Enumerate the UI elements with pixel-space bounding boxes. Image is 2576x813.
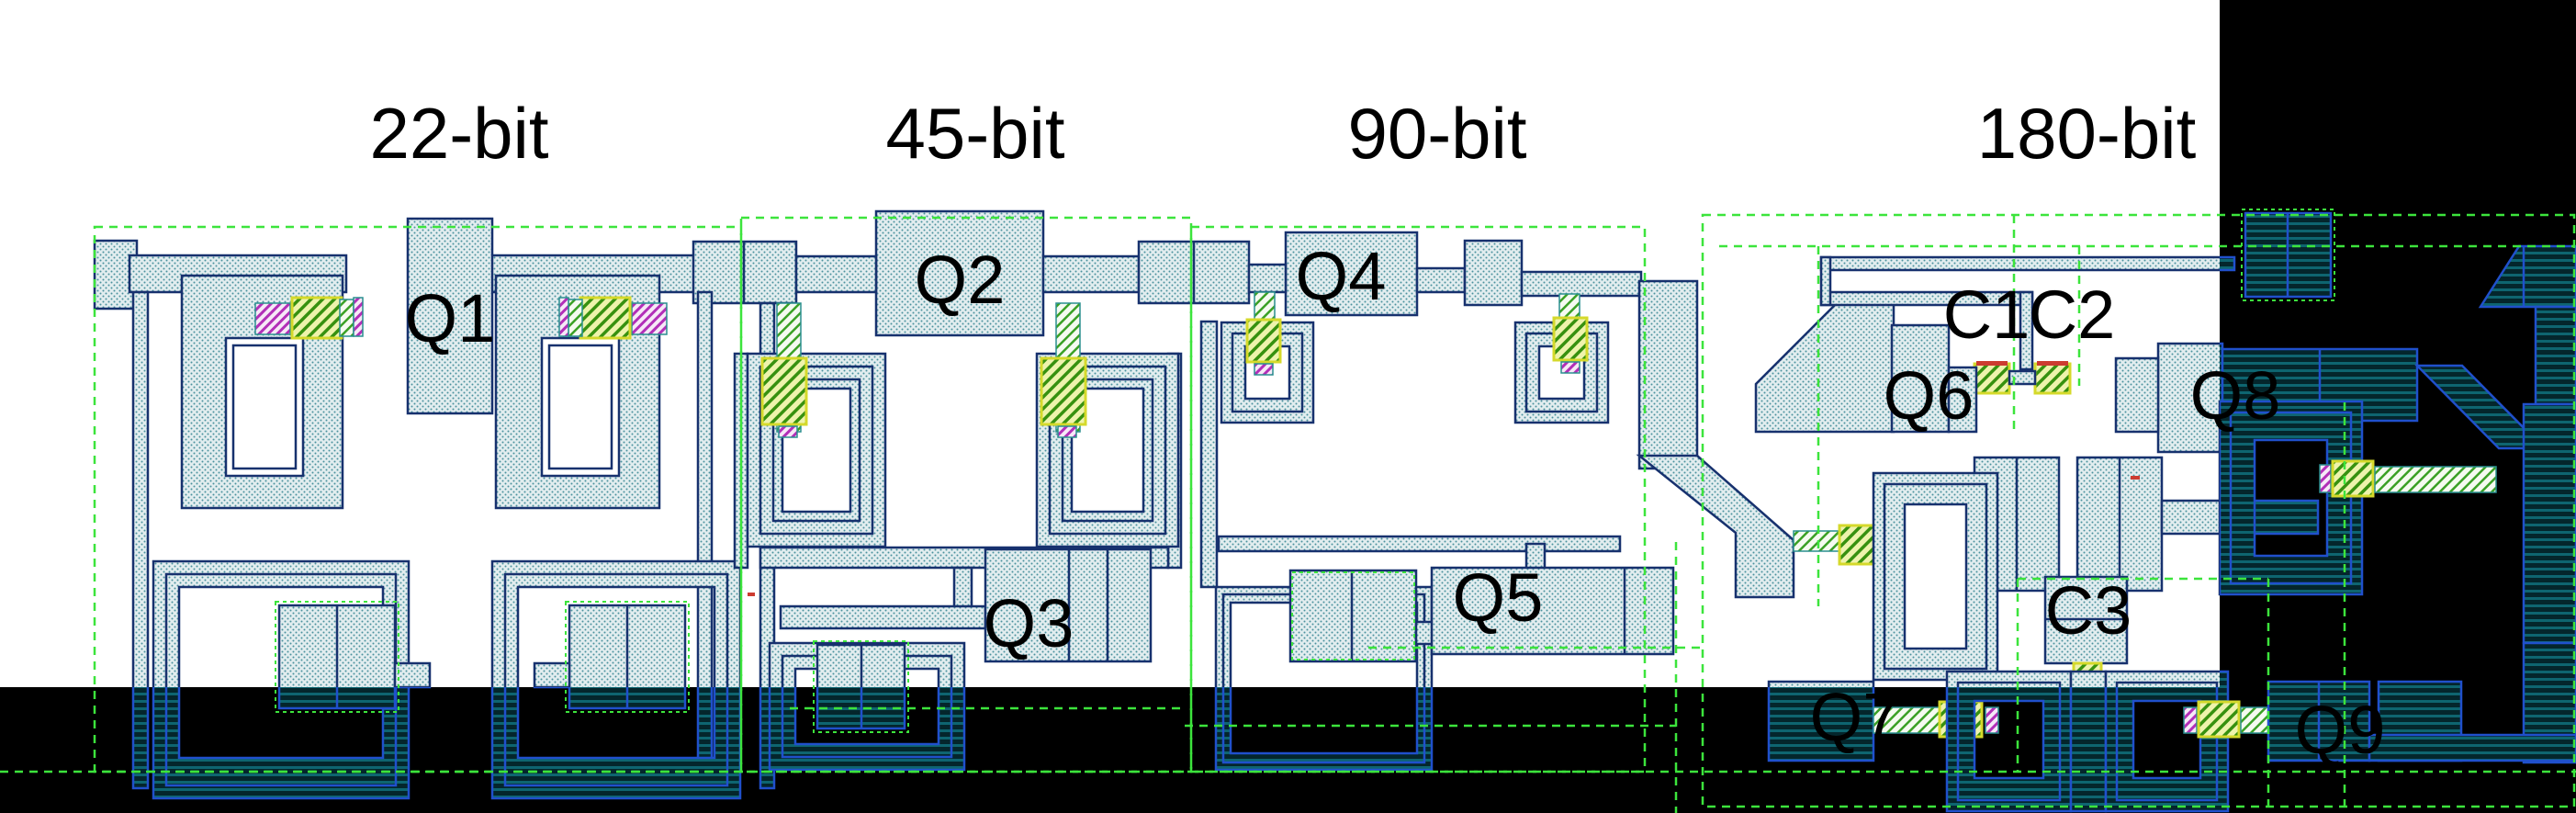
sub-cell-boundary xyxy=(565,601,690,713)
section-180bit: 180-bit xyxy=(1977,93,2197,174)
metal-bar xyxy=(1415,266,1467,294)
metal-column xyxy=(1199,320,1219,589)
sub-cell-boundary xyxy=(275,601,399,713)
metal-block xyxy=(1947,366,1978,434)
section-45bit: 45-bit xyxy=(885,93,1064,174)
label-q2: Q2 xyxy=(915,242,1006,318)
sub-cell-boundary xyxy=(813,640,909,733)
layout-geometry xyxy=(93,209,2220,687)
metal-bar xyxy=(779,604,987,630)
metal-column xyxy=(1637,279,1699,470)
label-q5: Q5 xyxy=(1453,559,1544,636)
q6-plate xyxy=(1890,323,1951,434)
gate-stack xyxy=(558,296,668,340)
bottom-ring xyxy=(152,559,432,687)
sub-cell-boundary xyxy=(2241,209,2335,301)
q5-plate xyxy=(1430,566,1675,656)
metal-bar xyxy=(1520,270,1643,298)
metal-bar xyxy=(2008,369,2037,386)
label-q3: Q3 xyxy=(984,585,1074,661)
gate-stack xyxy=(1552,293,1589,374)
bottom-ring xyxy=(2104,670,2220,687)
metal-stem xyxy=(952,566,973,612)
metal-bar xyxy=(1819,255,2220,272)
cell-45bit-boundary xyxy=(739,216,1193,773)
metal-bar xyxy=(1041,254,1141,294)
gate-stack xyxy=(760,302,808,438)
layout-light-region xyxy=(93,209,2220,687)
sub-cell-boundary xyxy=(1291,571,1415,661)
metal-column xyxy=(2069,670,2108,687)
q7-block xyxy=(1767,680,1875,687)
cell-boundaries xyxy=(0,209,2576,813)
corner-trace xyxy=(2368,244,2576,764)
section-90bit: 90-bit xyxy=(1347,93,1526,174)
label-q9: Q9 xyxy=(2295,692,2386,768)
gate-stack xyxy=(254,296,364,340)
capacitor-c2 xyxy=(2033,361,2072,395)
gate-stack xyxy=(1040,302,1087,438)
label-c3: C3 xyxy=(2045,572,2132,649)
metal-bar xyxy=(1217,535,1622,553)
bottom-ring xyxy=(768,641,966,687)
metal-bar xyxy=(794,254,878,294)
metal-column xyxy=(696,290,714,687)
cell-180bit-boundary xyxy=(1701,213,2576,808)
metal-column xyxy=(131,290,150,687)
gate-stack xyxy=(1245,291,1282,376)
q8-plate xyxy=(2156,342,2220,454)
section-22bit: 22-bit xyxy=(369,93,548,174)
label-q6: Q6 xyxy=(1884,357,1974,434)
bottom-ring xyxy=(490,559,742,687)
metal-bar xyxy=(2160,499,2220,536)
metal-bar xyxy=(1247,263,1288,294)
metal-stem xyxy=(2019,290,2034,371)
label-q1: Q1 xyxy=(405,280,496,356)
diagonal-trace xyxy=(1636,454,1795,599)
gate-stack xyxy=(1793,524,1892,566)
marker-red xyxy=(748,476,2140,596)
q7-block xyxy=(1767,680,1875,762)
label-q8: Q8 xyxy=(2190,357,2281,434)
metal-column xyxy=(1819,255,1832,307)
q4-plate xyxy=(1284,231,1419,317)
metal-block xyxy=(2114,356,2160,434)
label-c2: C2 xyxy=(2029,277,2116,353)
metal-block xyxy=(1463,239,1524,307)
q2-plate xyxy=(874,209,1045,337)
gate-stack xyxy=(2319,459,2497,498)
q1-plate xyxy=(406,217,494,415)
q3-plate xyxy=(984,548,1153,663)
metal-block xyxy=(2075,456,2164,593)
spiral-inductor xyxy=(2218,400,2364,596)
capacitor-c1 xyxy=(1973,361,2011,395)
io-block xyxy=(2244,211,2333,299)
bottom-ring xyxy=(1945,670,2073,687)
metal-column xyxy=(2069,670,2108,813)
label-q4: Q4 xyxy=(1296,238,1387,314)
boundary-block xyxy=(1137,240,1251,305)
label-q7: Q7 xyxy=(1810,679,1901,755)
label-c1: C1 xyxy=(1943,277,2030,353)
